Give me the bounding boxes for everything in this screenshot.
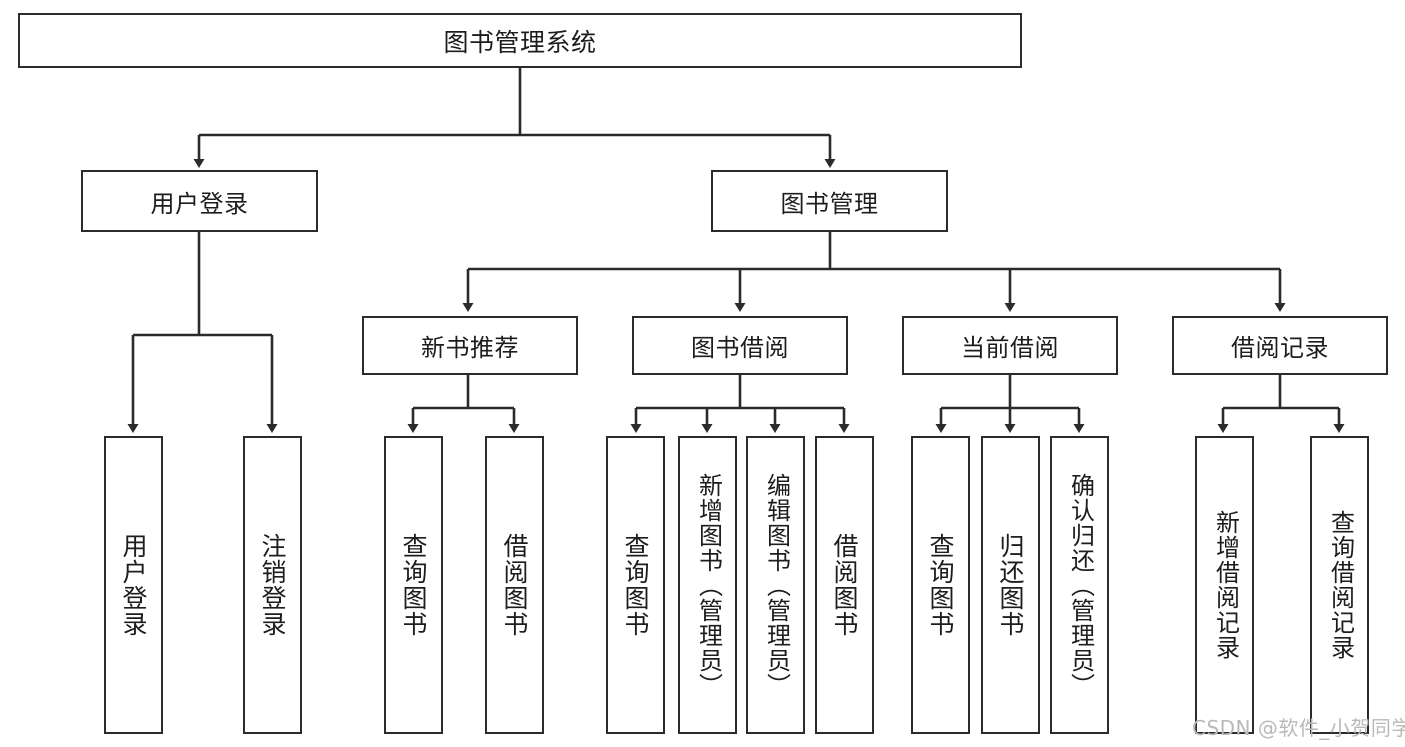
node-leaf-confirm-return-label: 确认归还（管理员）: [1066, 472, 1095, 698]
node-leaf-add-book[interactable]: 新增图书（管理员）: [678, 436, 737, 734]
node-current-borrow-label: 当前借阅: [961, 334, 1059, 362]
node-new-book-recommend[interactable]: 新书推荐: [362, 316, 578, 375]
node-leaf-query-book-2-label: 查询图书: [621, 533, 650, 637]
node-leaf-query-record-label: 查询借阅记录: [1326, 510, 1355, 660]
node-leaf-edit-book[interactable]: 编辑图书（管理员）: [746, 436, 805, 734]
node-leaf-borrow-book-2[interactable]: 借阅图书: [815, 436, 874, 734]
node-leaf-query-book-2[interactable]: 查询图书: [606, 436, 665, 734]
node-leaf-query-book-1[interactable]: 查询图书: [384, 436, 443, 734]
node-leaf-user-login-label: 用户登录: [119, 533, 148, 637]
node-borrow-record[interactable]: 借阅记录: [1172, 316, 1388, 375]
node-borrow-record-label: 借阅记录: [1231, 334, 1329, 362]
node-leaf-user-logout-label: 注销登录: [258, 533, 287, 637]
node-leaf-add-record[interactable]: 新增借阅记录: [1195, 436, 1254, 734]
node-leaf-edit-book-label: 编辑图书（管理员）: [762, 472, 791, 698]
node-root[interactable]: 图书管理系统: [18, 13, 1022, 68]
node-leaf-borrow-book-2-label: 借阅图书: [830, 533, 859, 637]
node-leaf-return-book-label: 归还图书: [996, 533, 1025, 637]
node-leaf-query-book-1-label: 查询图书: [399, 533, 428, 637]
node-leaf-borrow-book-1[interactable]: 借阅图书: [485, 436, 544, 734]
node-current-borrow[interactable]: 当前借阅: [902, 316, 1118, 375]
node-book-management[interactable]: 图书管理: [711, 170, 948, 232]
node-book-management-label: 图书管理: [780, 189, 879, 218]
node-leaf-add-record-label: 新增借阅记录: [1211, 510, 1240, 660]
node-leaf-borrow-book-1-label: 借阅图书: [500, 533, 529, 637]
node-leaf-query-record[interactable]: 查询借阅记录: [1310, 436, 1369, 734]
node-book-borrow-label: 图书借阅: [691, 334, 789, 362]
node-root-label: 图书管理系统: [443, 27, 597, 57]
node-leaf-query-book-3-label: 查询图书: [926, 533, 955, 637]
node-user-login-label: 用户登录: [150, 189, 249, 218]
node-book-borrow[interactable]: 图书借阅: [632, 316, 848, 375]
node-leaf-user-logout[interactable]: 注销登录: [243, 436, 302, 734]
node-leaf-return-book[interactable]: 归还图书: [981, 436, 1040, 734]
node-leaf-add-book-label: 新增图书（管理员）: [694, 472, 723, 698]
node-leaf-query-book-3[interactable]: 查询图书: [911, 436, 970, 734]
node-leaf-confirm-return[interactable]: 确认归还（管理员）: [1050, 436, 1109, 734]
node-new-book-recommend-label: 新书推荐: [421, 334, 519, 362]
node-user-login[interactable]: 用户登录: [81, 170, 318, 232]
node-leaf-user-login[interactable]: 用户登录: [104, 436, 163, 734]
watermark: CSDN @软件_小贺同学: [1192, 716, 1405, 740]
